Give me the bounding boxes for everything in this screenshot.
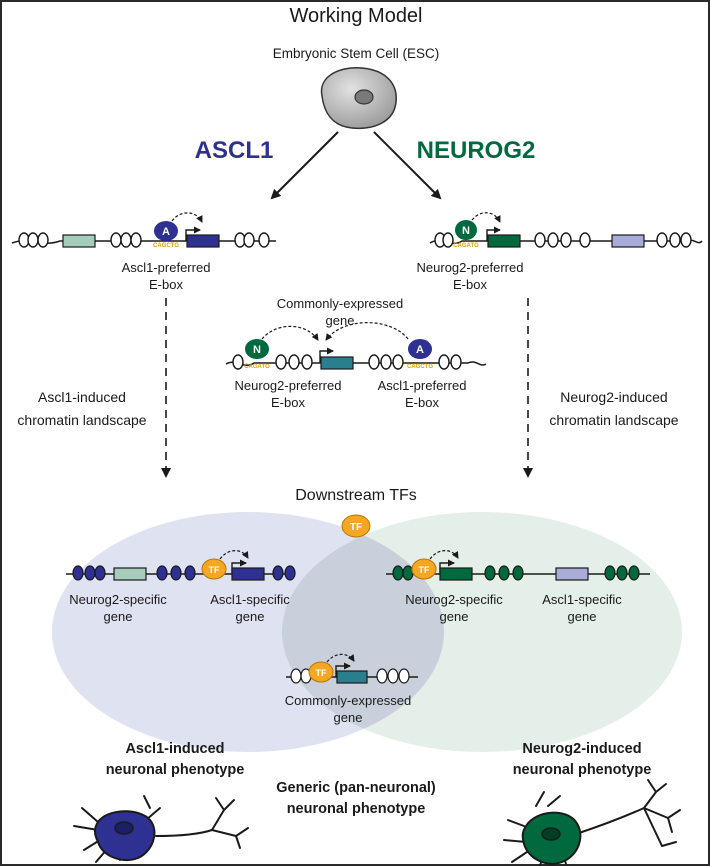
right-gene1-line2: gene: [440, 609, 469, 624]
gene-box: [555, 567, 589, 581]
nucleosome-icon: [604, 565, 640, 581]
ascl1-landscape-line2: chromatin landscape: [17, 412, 146, 428]
nucleosome-icon: [376, 668, 410, 684]
gene-box: [487, 234, 521, 248]
svg-text:TF: TF: [209, 565, 220, 575]
ascl1-locus-label-1: Ascl1-preferred: [122, 260, 211, 275]
common-right-label-1: Ascl1-preferred: [378, 378, 467, 393]
overlap-line2: gene: [334, 710, 363, 725]
downstream-title: Downstream TFs: [295, 487, 417, 504]
ascl1-phenotype-line2: neuronal phenotype: [106, 762, 245, 778]
ebox-motif: CAGATG: [453, 243, 479, 249]
nucleosome-icon: [392, 565, 414, 581]
nucleosome-icon: [72, 565, 106, 581]
neurog2-locus-label-1: Neurog2-preferred: [417, 260, 524, 275]
common-locus-title-2: gene: [326, 313, 355, 328]
gene-box: [186, 234, 220, 248]
left-gene2-line2: gene: [236, 609, 265, 624]
overlap-region: [282, 512, 444, 752]
nucleosome-icon: [438, 354, 462, 370]
common-locus-title-1: Commonly-expressed: [277, 296, 403, 311]
overlap-locus: TF: [286, 653, 418, 684]
ascl1-neuron-icon: [73, 795, 249, 863]
neurog2-set-locus: TF: [386, 550, 650, 581]
nucleosome-icon: [275, 354, 313, 370]
common-locus: N CAGATG A CAGCTG: [225, 322, 487, 370]
common-right-label-2: E-box: [405, 395, 439, 410]
esc-label: Embryonic Stem Cell (ESC): [273, 46, 440, 61]
gene-box: [439, 567, 473, 581]
ascl1-set-locus: TF: [66, 550, 296, 581]
gene-box: [62, 234, 96, 248]
tf-letter: N: [253, 344, 261, 356]
tf-letter: A: [416, 344, 424, 356]
neurog2-label: NEUROG2: [417, 137, 536, 164]
tf-icon: [411, 558, 437, 580]
svg-text:TF: TF: [419, 565, 430, 575]
gene-box: [231, 567, 265, 581]
downstream-tf-icon: TF: [341, 514, 371, 538]
ebox-motif: CAGATG: [244, 364, 270, 370]
tf-icon: [308, 661, 334, 683]
ascl1-phenotype-line1: Ascl1-induced: [125, 741, 224, 757]
generic-phenotype-line2: neuronal phenotype: [287, 801, 426, 817]
gene-box: [611, 234, 645, 248]
left-gene1-line2: gene: [104, 609, 133, 624]
nucleosome-icon: [272, 565, 296, 581]
neurog2-locus-label-2: E-box: [453, 277, 487, 292]
nucleosome-icon: [232, 354, 244, 370]
ascl1-tf-icon: [154, 221, 178, 241]
nucleosome-icon: [110, 232, 142, 248]
right-gene2-line1: Ascl1-specific: [542, 592, 622, 607]
ebox-motif: CAGCTG: [153, 243, 179, 249]
generic-phenotype-line1: Generic (pan-neuronal): [276, 780, 436, 796]
neurog2-landscape-line2: chromatin landscape: [549, 412, 678, 428]
gene-box: [320, 356, 354, 370]
right-gene2-line2: gene: [568, 609, 597, 624]
tf-letter: A: [162, 226, 170, 238]
svg-text:TF: TF: [350, 522, 362, 533]
nucleosome-icon: [656, 232, 692, 248]
esc-cell-icon: [320, 67, 397, 130]
ascl1-landscape-line1: Ascl1-induced: [38, 389, 126, 405]
overlap-line1: Commonly-expressed: [285, 693, 411, 708]
neurog2-phenotype-line2: neuronal phenotype: [513, 762, 652, 778]
neurog2-tf-icon: [245, 339, 269, 359]
neurog2-locus: N CAGATG: [429, 212, 703, 249]
nucleosome-icon: [434, 232, 454, 248]
nucleosome-icon: [534, 232, 591, 248]
neurog2-neuron-icon: [503, 779, 681, 866]
tf-icon: [201, 558, 227, 580]
nucleosome-icon: [18, 232, 49, 248]
neurog2-phenotype-line1: Neurog2-induced: [522, 741, 641, 757]
left-gene1-line1: Neurog2-specific: [69, 592, 167, 607]
nucleosome-icon: [484, 565, 524, 581]
svg-text:TF: TF: [316, 668, 327, 678]
nucleosome-icon: [368, 354, 404, 370]
tf-letter: N: [462, 225, 470, 237]
neurog2-landscape-line1: Neurog2-induced: [560, 389, 667, 405]
neurog2-tf-icon: [455, 220, 477, 240]
ascl1-locus-label-2: E-box: [149, 277, 183, 292]
diagram-title: Working Model: [289, 5, 422, 27]
common-left-label-1: Neurog2-preferred: [235, 378, 342, 393]
right-gene1-line1: Neurog2-specific: [405, 592, 503, 607]
left-gene2-line1: Ascl1-specific: [210, 592, 290, 607]
gene-box: [336, 670, 368, 684]
nucleosome-icon: [234, 232, 270, 248]
ascl1-tf-icon: [408, 339, 432, 359]
arrow-to-neurog2: [373, 131, 442, 200]
arrow-to-ascl1: [270, 131, 339, 200]
common-left-label-2: E-box: [271, 395, 305, 410]
ascl1-label: ASCL1: [195, 137, 274, 164]
gene-box: [113, 567, 147, 581]
ascl1-locus: A CAGCTG: [11, 212, 276, 249]
ebox-motif: CAGCTG: [407, 364, 433, 370]
nucleosome-icon: [156, 565, 196, 581]
